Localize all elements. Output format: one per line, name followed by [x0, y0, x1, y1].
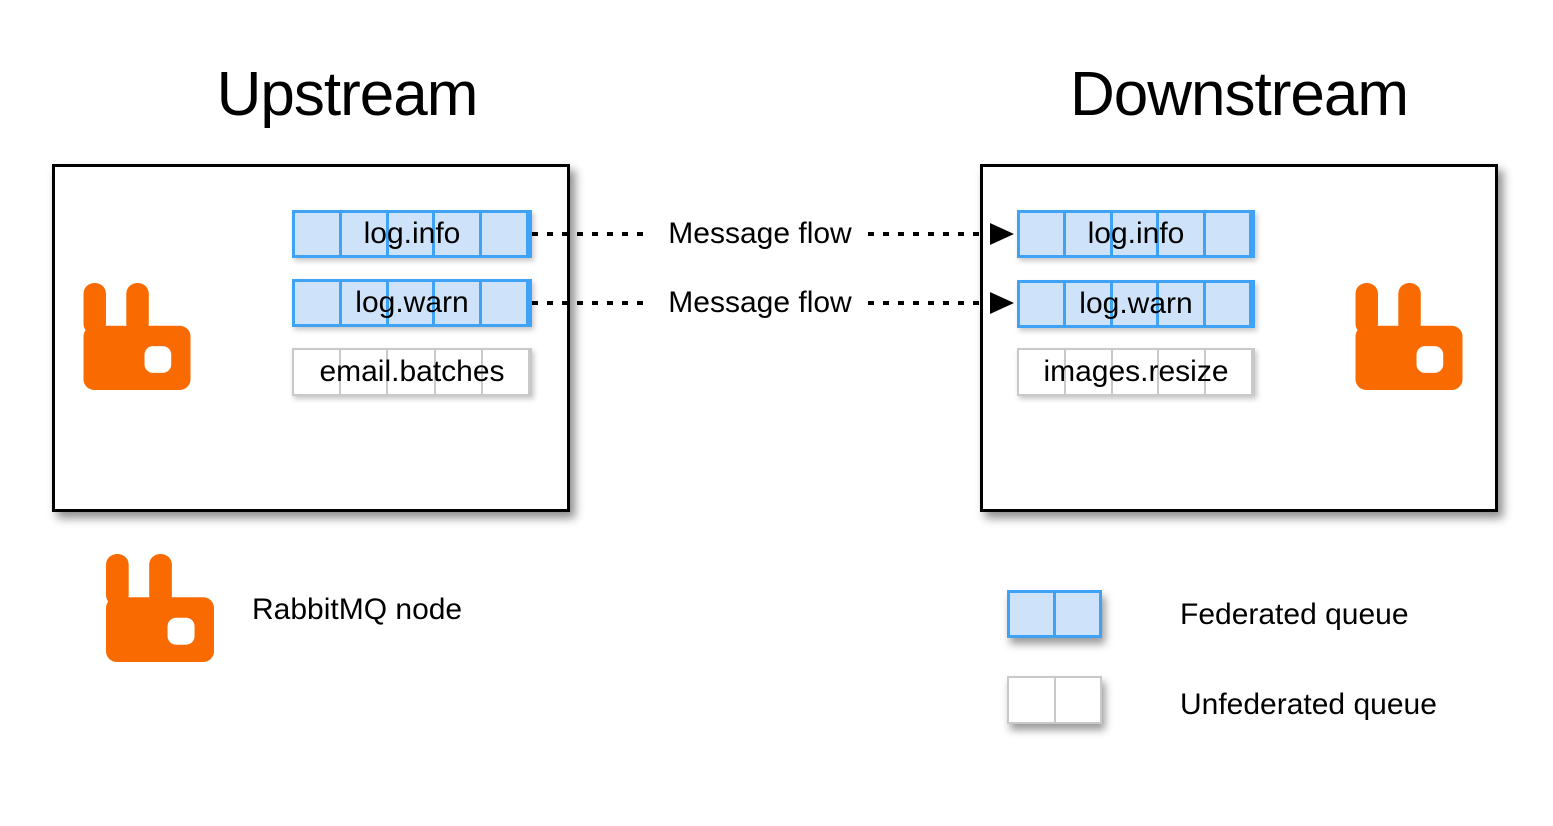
- downstream-queue-log-warn: log.warn: [1017, 280, 1255, 328]
- unfederated-queue-swatch: [1007, 676, 1102, 724]
- queue-cell: [1206, 213, 1253, 255]
- downstream-queue-images-resize: images.resize: [1017, 348, 1255, 396]
- queue-cell: [294, 350, 342, 394]
- queue-cell: [482, 282, 529, 324]
- queue-cell: [1159, 213, 1206, 255]
- rabbitmq-icon: [1353, 283, 1465, 390]
- message-flow-arrow-log-warn: Message flow: [532, 286, 1015, 319]
- dotted-line: [867, 232, 989, 236]
- queue-cell: [1113, 213, 1160, 255]
- queue-cell: [341, 350, 389, 394]
- queue-cell: [389, 282, 436, 324]
- queue-label: log.warn: [1079, 287, 1193, 320]
- queue-cell: [1019, 350, 1066, 394]
- queue-cell: [482, 213, 529, 255]
- queue-label: email.batches: [319, 355, 505, 388]
- queue-cell: [1020, 213, 1067, 255]
- upstream-title: Upstream: [216, 60, 479, 129]
- legend-label-federated-queue: Federated queue: [1180, 598, 1409, 631]
- queue-cell: [1206, 283, 1253, 325]
- queue-cell: [1159, 350, 1207, 394]
- queue-cell: [1113, 350, 1160, 394]
- queue-cell: [435, 282, 483, 324]
- queue-cell: [1066, 350, 1113, 394]
- queue-cell: [295, 282, 342, 324]
- arrowhead-icon: [990, 292, 1015, 314]
- queue-cell: [1113, 283, 1160, 325]
- dotted-line: [532, 301, 653, 305]
- queue-cell: [1020, 283, 1067, 325]
- queue-label: log.info: [363, 217, 461, 250]
- queue-label: log.warn: [355, 286, 469, 319]
- queue-cell: [342, 282, 389, 324]
- queue-cell: [389, 213, 436, 255]
- flow-label: Message flow: [668, 217, 852, 250]
- dotted-line: [532, 232, 653, 236]
- queue-label: log.info: [1087, 217, 1185, 250]
- upstream-queue-log-warn: log.warn: [292, 279, 532, 327]
- dotted-line: [867, 301, 989, 305]
- queue-cell: [342, 213, 389, 255]
- queue-cell: [436, 350, 483, 394]
- rabbitmq-icon: [83, 283, 191, 390]
- upstream-queue-email-batches: email.batches: [292, 348, 532, 396]
- downstream-queue-log-info: log.info: [1017, 210, 1255, 258]
- queue-cell: [1056, 593, 1099, 635]
- upstream-queue-log-info: log.info: [292, 210, 532, 258]
- queue-cell: [1206, 350, 1253, 394]
- queue-cell: [483, 350, 531, 394]
- arrowhead-icon: [990, 223, 1015, 245]
- queue-cell: [1159, 283, 1206, 325]
- queue-cell: [435, 213, 483, 255]
- queue-cell: [295, 213, 342, 255]
- message-flow-arrow-log-info: Message flow: [532, 217, 1015, 250]
- queue-cell: [1056, 678, 1101, 722]
- federated-queue-swatch: [1007, 590, 1102, 638]
- queue-cell: [1010, 593, 1056, 635]
- legend-label-unfederated-queue: Unfederated queue: [1180, 688, 1437, 721]
- queue-cell: [388, 350, 436, 394]
- queue-cell: [1009, 678, 1056, 722]
- flow-label: Message flow: [668, 286, 852, 319]
- queue-label: images.resize: [1043, 355, 1229, 388]
- queue-cell: [1066, 283, 1113, 325]
- downstream-title: Downstream: [1070, 60, 1409, 129]
- rabbitmq-icon: [104, 554, 216, 662]
- queue-cell: [1066, 213, 1113, 255]
- legend-label-rabbitmq-node: RabbitMQ node: [252, 593, 463, 626]
